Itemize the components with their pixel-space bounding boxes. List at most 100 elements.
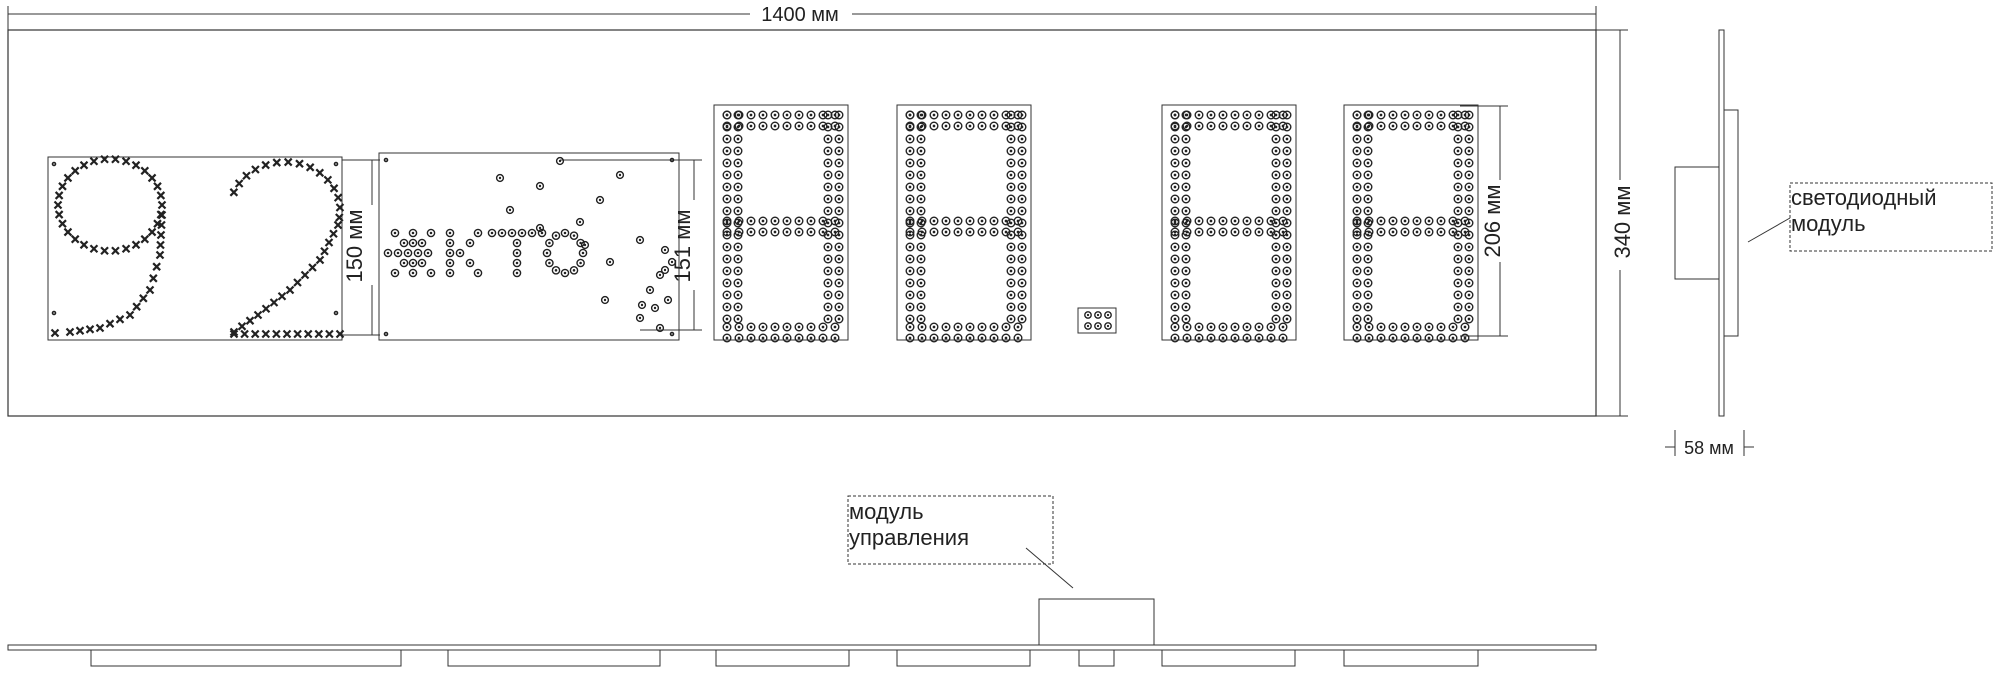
led-core <box>1467 161 1471 165</box>
led <box>156 240 165 250</box>
led <box>1017 290 1027 300</box>
led-core <box>826 269 830 273</box>
led-core <box>638 238 642 242</box>
led <box>1282 302 1292 312</box>
led-core <box>1415 325 1419 329</box>
led-core <box>826 173 830 177</box>
led-core <box>725 269 729 273</box>
led <box>149 274 158 283</box>
led <box>1282 278 1292 288</box>
led <box>1464 194 1474 204</box>
led <box>157 210 167 220</box>
led-core <box>908 317 912 321</box>
led <box>1094 311 1102 319</box>
led <box>1170 110 1180 120</box>
led-core <box>749 325 753 329</box>
led <box>1448 121 1458 131</box>
led <box>905 170 915 180</box>
led-core <box>448 261 452 265</box>
led <box>1363 254 1373 264</box>
led <box>965 216 975 226</box>
led <box>1104 322 1112 330</box>
led-core <box>837 245 841 249</box>
led <box>333 193 343 202</box>
led-core <box>1367 325 1371 329</box>
led <box>1363 146 1373 156</box>
led-core <box>538 184 542 188</box>
led <box>390 268 400 278</box>
led <box>473 268 483 278</box>
led <box>637 300 647 310</box>
led <box>1271 242 1281 252</box>
led-core <box>1274 293 1278 297</box>
led-core <box>968 230 972 234</box>
led-core <box>1184 209 1188 213</box>
led-core <box>919 245 923 249</box>
symbol-height-label: 150 мм <box>342 209 367 282</box>
led-core <box>932 325 936 329</box>
led <box>1006 146 1016 156</box>
led-core <box>1274 137 1278 141</box>
led <box>977 333 987 343</box>
led-core <box>968 336 972 340</box>
width-label: 1400 мм <box>761 4 839 26</box>
led <box>977 121 987 131</box>
led <box>977 227 987 237</box>
led <box>1181 278 1191 288</box>
led-core <box>1451 230 1455 234</box>
led <box>1388 227 1398 237</box>
led <box>834 266 844 276</box>
led-core <box>448 271 452 275</box>
led-core <box>554 269 558 272</box>
led <box>818 121 828 131</box>
led <box>916 314 926 324</box>
led <box>1364 333 1374 343</box>
led <box>989 322 999 332</box>
led-core <box>1020 185 1024 189</box>
led-core <box>725 233 729 237</box>
led-core <box>1009 257 1013 261</box>
led <box>823 302 833 312</box>
led-core <box>1467 305 1471 309</box>
led <box>1084 311 1092 319</box>
led <box>1376 216 1386 226</box>
led <box>941 216 951 226</box>
led-core <box>1274 197 1278 201</box>
led <box>1194 227 1204 237</box>
led-core <box>1009 173 1013 177</box>
led <box>426 268 436 278</box>
led <box>1181 158 1191 168</box>
led-core <box>826 185 830 189</box>
led-core <box>1427 230 1431 234</box>
led-core <box>468 261 472 265</box>
led <box>105 319 115 328</box>
led <box>1271 122 1281 132</box>
led <box>100 154 109 164</box>
led <box>1170 122 1180 132</box>
led-core <box>919 113 923 117</box>
led-core <box>1285 185 1289 189</box>
led-core <box>411 261 415 265</box>
led <box>1376 110 1386 120</box>
led <box>1170 194 1180 204</box>
led-core <box>919 221 923 225</box>
led <box>1230 121 1240 131</box>
led <box>823 170 833 180</box>
led-core <box>572 234 576 237</box>
led <box>645 285 655 295</box>
led <box>1282 314 1292 324</box>
led-core <box>1415 219 1419 223</box>
led-core <box>826 257 830 261</box>
led <box>1266 322 1276 332</box>
led <box>1006 110 1016 120</box>
led <box>1464 182 1474 192</box>
led-core <box>761 230 765 234</box>
led-core <box>1456 113 1460 117</box>
led-core <box>773 336 777 340</box>
led-core <box>563 231 567 235</box>
led-core <box>1403 113 1407 117</box>
led <box>758 110 768 120</box>
led <box>794 216 804 226</box>
led <box>806 227 816 237</box>
digit-module-3 <box>1161 104 1297 341</box>
